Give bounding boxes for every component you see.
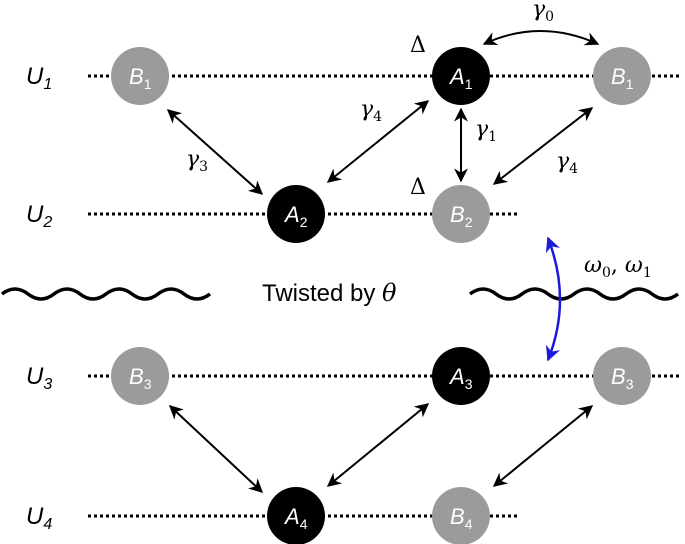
twist-label: Twisted by θ bbox=[262, 279, 397, 307]
node-b1-left: B1 bbox=[111, 47, 169, 105]
coupling-arrows bbox=[166, 30, 600, 493]
svg-text:A4: A4 bbox=[283, 504, 308, 532]
layer-label-u3: U3 bbox=[26, 363, 52, 393]
svg-text:B3: B3 bbox=[611, 364, 634, 392]
label-gamma4-right: γ4 bbox=[556, 149, 578, 177]
label-gamma3: γ3 bbox=[186, 147, 208, 175]
arrow-bottom-mid bbox=[326, 403, 430, 487]
arrow-gamma4-right bbox=[492, 107, 594, 185]
svg-text:A1: A1 bbox=[448, 64, 473, 92]
svg-text:B1: B1 bbox=[611, 64, 634, 92]
svg-text:B3: B3 bbox=[129, 364, 152, 392]
arrow-bottom-right bbox=[492, 405, 594, 487]
node-b3-right: B3 bbox=[593, 347, 651, 405]
arrow-gamma0 bbox=[482, 30, 600, 46]
node-b2: B2 bbox=[432, 185, 490, 243]
svg-text:A2: A2 bbox=[283, 202, 308, 230]
arrow-gamma3 bbox=[166, 109, 264, 195]
node-a4: A4 bbox=[267, 487, 325, 544]
node-a3: A3 bbox=[432, 347, 490, 405]
twist-separator bbox=[0, 287, 680, 301]
wave-left bbox=[0, 287, 212, 301]
wave-right bbox=[468, 287, 680, 301]
arrow-gamma4-left bbox=[326, 100, 430, 183]
label-gamma0: γ0 bbox=[532, 0, 554, 25]
label-omega: ω0, ω1 bbox=[584, 253, 652, 281]
nodes: B1 A1 B1 A2 B2 B3 A3 B3 bbox=[111, 47, 651, 544]
arrow-bottom-left bbox=[168, 405, 264, 493]
svg-text:B1: B1 bbox=[129, 64, 152, 92]
label-gamma4-left: γ4 bbox=[360, 97, 382, 125]
node-a2: A2 bbox=[267, 185, 325, 243]
svg-text:B4: B4 bbox=[450, 504, 473, 532]
label-gamma1: γ1 bbox=[475, 117, 497, 145]
node-b4: B4 bbox=[432, 487, 490, 544]
node-b3-left: B3 bbox=[111, 347, 169, 405]
interlayer-arrow bbox=[545, 236, 562, 362]
label-delta-top: Δ bbox=[410, 33, 426, 58]
node-a1: A1 bbox=[432, 47, 490, 105]
layer-label-u2: U2 bbox=[26, 201, 52, 231]
layer-label-u1: U1 bbox=[26, 63, 52, 93]
layer-label-u4: U4 bbox=[26, 503, 52, 533]
node-b1-right: B1 bbox=[593, 47, 651, 105]
label-delta-mid: Δ bbox=[410, 175, 426, 200]
svg-text:B2: B2 bbox=[450, 202, 473, 230]
svg-text:A3: A3 bbox=[448, 364, 473, 392]
